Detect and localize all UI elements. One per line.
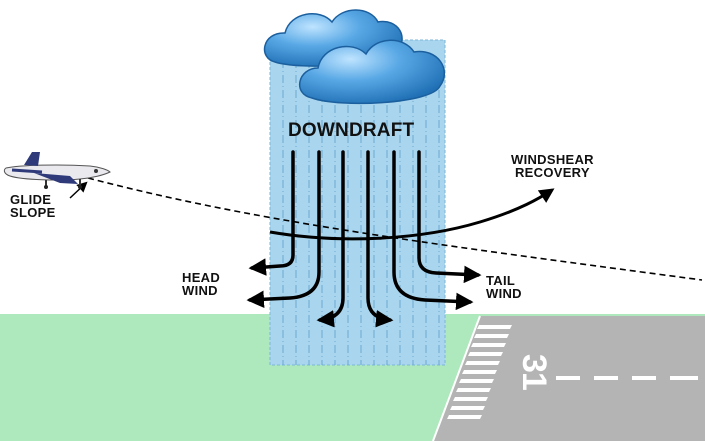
downdraft-arrow-left-center <box>316 150 345 328</box>
windshear-recovery-label-line1: WINDSHEAR <box>511 152 594 167</box>
glide-slope-label-line1: GLIDE <box>10 192 52 207</box>
glide-slope-label: GLIDE SLOPE <box>10 193 56 219</box>
tail-wind-label-line2: WIND <box>486 286 522 301</box>
runway-number: 31 <box>515 354 553 390</box>
head-wind-label: HEAD WIND <box>182 271 220 297</box>
glide-slope-line <box>87 177 703 281</box>
downdraft-label: DOWNDRAFT <box>288 120 415 141</box>
downdraft-arrow-tailwind-top <box>417 150 482 284</box>
windshear-recovery-label-line2: RECOVERY <box>514 165 590 180</box>
head-wind-label-line1: HEAD <box>182 270 221 285</box>
windshear-recovery-label: WINDSHEAR RECOVERY <box>511 153 594 179</box>
glide-slope-pointer <box>69 181 88 199</box>
head-wind-label-line2: WIND <box>182 283 218 298</box>
downdraft-arrow-headwind-bottom <box>246 150 321 309</box>
downdraft-arrow-tailwind-bottom <box>392 150 474 311</box>
downdraft-arrow-right-center <box>366 150 394 328</box>
rain-streaks <box>282 60 440 365</box>
downdraft-arrow-headwind-top <box>248 150 295 276</box>
runway-edge <box>432 315 481 441</box>
tail-wind-label: TAIL WIND <box>486 274 522 300</box>
glide-slope-label-line2: SLOPE <box>10 205 56 220</box>
tail-wind-label-line1: TAIL <box>486 273 516 288</box>
airplane-icon <box>3 152 111 189</box>
windshear-recovery-path <box>269 188 555 241</box>
cloud-icon <box>263 9 446 105</box>
runway-threshold-markings <box>447 325 512 419</box>
